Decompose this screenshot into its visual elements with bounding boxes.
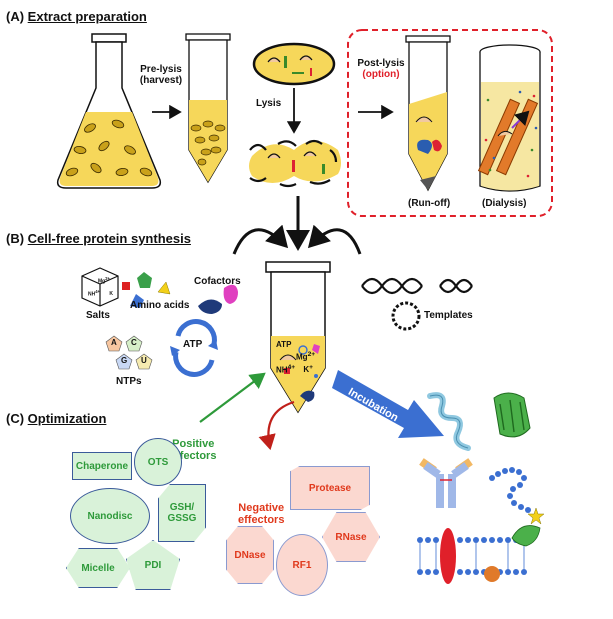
option-text: (option) [362, 69, 400, 80]
amino-acids-label: Amino acids [130, 300, 190, 311]
beaded-polypeptide-icon [489, 467, 545, 525]
postlysis-text: Post-lysis [357, 58, 405, 69]
lysis-label: Lysis [256, 98, 282, 109]
gfp-barrel-icon [493, 392, 531, 438]
dialysis-beaker-icon [477, 44, 541, 192]
tube-mg: Mg [296, 352, 308, 362]
positive-text: Positive [172, 438, 215, 450]
negative-effectors-label: Negative effectors [238, 502, 284, 526]
protease-box: Protease [290, 466, 370, 510]
protein-structure-icon [427, 392, 471, 451]
dna-template-icon [361, 277, 473, 331]
templates-label: Templates [424, 310, 473, 321]
section-b-prefix: (B) [6, 231, 25, 246]
salt-k: K [109, 291, 113, 298]
dialysis-label: (Dialysis) [482, 198, 527, 209]
nucleotide-g: G [121, 356, 128, 365]
atp-regeneration-cycle-icon [170, 319, 218, 377]
micelle-hexagon: Micelle [66, 548, 130, 588]
section-a-header: (A) Extract preparation [6, 9, 147, 24]
nucleotide-letters: A C G U [110, 338, 170, 374]
section-a-title: Extract preparation [27, 9, 147, 24]
prelysis-label: Pre-lysis (harvest) [136, 64, 186, 86]
salts-cube-icon [81, 267, 119, 307]
section-c-title: Optimization [27, 411, 107, 426]
ntps-label: NTPs [116, 376, 142, 387]
salts-label: Salts [86, 310, 110, 321]
salt-mg: Mg [98, 278, 106, 285]
gsh-gssg-octagon: GSH/ GSSG [158, 484, 206, 542]
atp-cycle-label: ATP [183, 339, 203, 350]
antibody-icon [419, 458, 473, 508]
dnase-octagon: DNase [226, 526, 274, 584]
negative-effectors-arrow [258, 400, 295, 451]
lysed-cell-icon [249, 139, 341, 188]
cofactors-label: Cofactors [194, 276, 241, 287]
tube-nh: NH [276, 365, 288, 375]
tube-mg-sup: 2+ [307, 351, 316, 358]
nucleotide-u: U [141, 356, 147, 365]
amino-acid-shapes-icon [122, 272, 171, 308]
salt-mg-sup: 2+ [105, 276, 110, 281]
ots-circle: OTS [134, 438, 182, 486]
chaperone-box: Chaperone [72, 452, 132, 480]
salts-cube-text: Mg2+ NH4+ K [88, 276, 113, 297]
arrow-left-curve [232, 224, 289, 255]
nanodisc-ellipse: Nanodisc [70, 488, 150, 544]
tube-contents-text: ATP Mg2+ NH4+ K+ [276, 340, 315, 375]
negative-text-2: effectors [238, 514, 285, 526]
salt-nh-sup: 4+ [95, 288, 100, 294]
cfps-reaction-tube-icon [265, 261, 331, 414]
postlysis-label: Post-lysis (option) [352, 58, 410, 80]
rf1-ellipse: RF1 [276, 534, 328, 596]
membrane-protein-icon [417, 525, 541, 584]
tube-k-sup: + [309, 363, 314, 371]
culture-flask-icon [56, 33, 162, 189]
nucleotide-a: A [111, 338, 117, 347]
harvest-tube-icon [185, 33, 231, 184]
harvest-text: (harvest) [139, 75, 183, 86]
negative-text: Negative [238, 502, 285, 514]
runoff-tube-icon [405, 35, 451, 192]
intact-cell-icon [252, 42, 336, 86]
section-b-header: (B) Cell-free protein synthesis [6, 231, 191, 246]
positive-effectors-arrow [199, 372, 266, 423]
section-c-prefix: (C) [6, 411, 25, 426]
tube-atp: ATP [276, 340, 292, 349]
post-lysis-box [347, 29, 553, 217]
incubation-arrow [332, 370, 444, 438]
section-c-header: (C) Optimization [6, 411, 106, 426]
prelysis-text: Pre-lysis [140, 64, 182, 75]
tube-nh-sup: 4+ [287, 363, 296, 371]
tube-k: K [303, 365, 310, 375]
section-a-prefix: (A) [6, 9, 25, 24]
salt-nh: NH [88, 291, 96, 298]
nucleotide-c: C [131, 338, 137, 347]
runoff-label: (Run-off) [408, 198, 451, 209]
cofactor-shapes-icon [198, 284, 238, 314]
ntp-pentagons-icon [105, 335, 153, 370]
arrow-right-curve [307, 224, 362, 255]
section-b-title: Cell-free protein synthesis [27, 231, 191, 246]
